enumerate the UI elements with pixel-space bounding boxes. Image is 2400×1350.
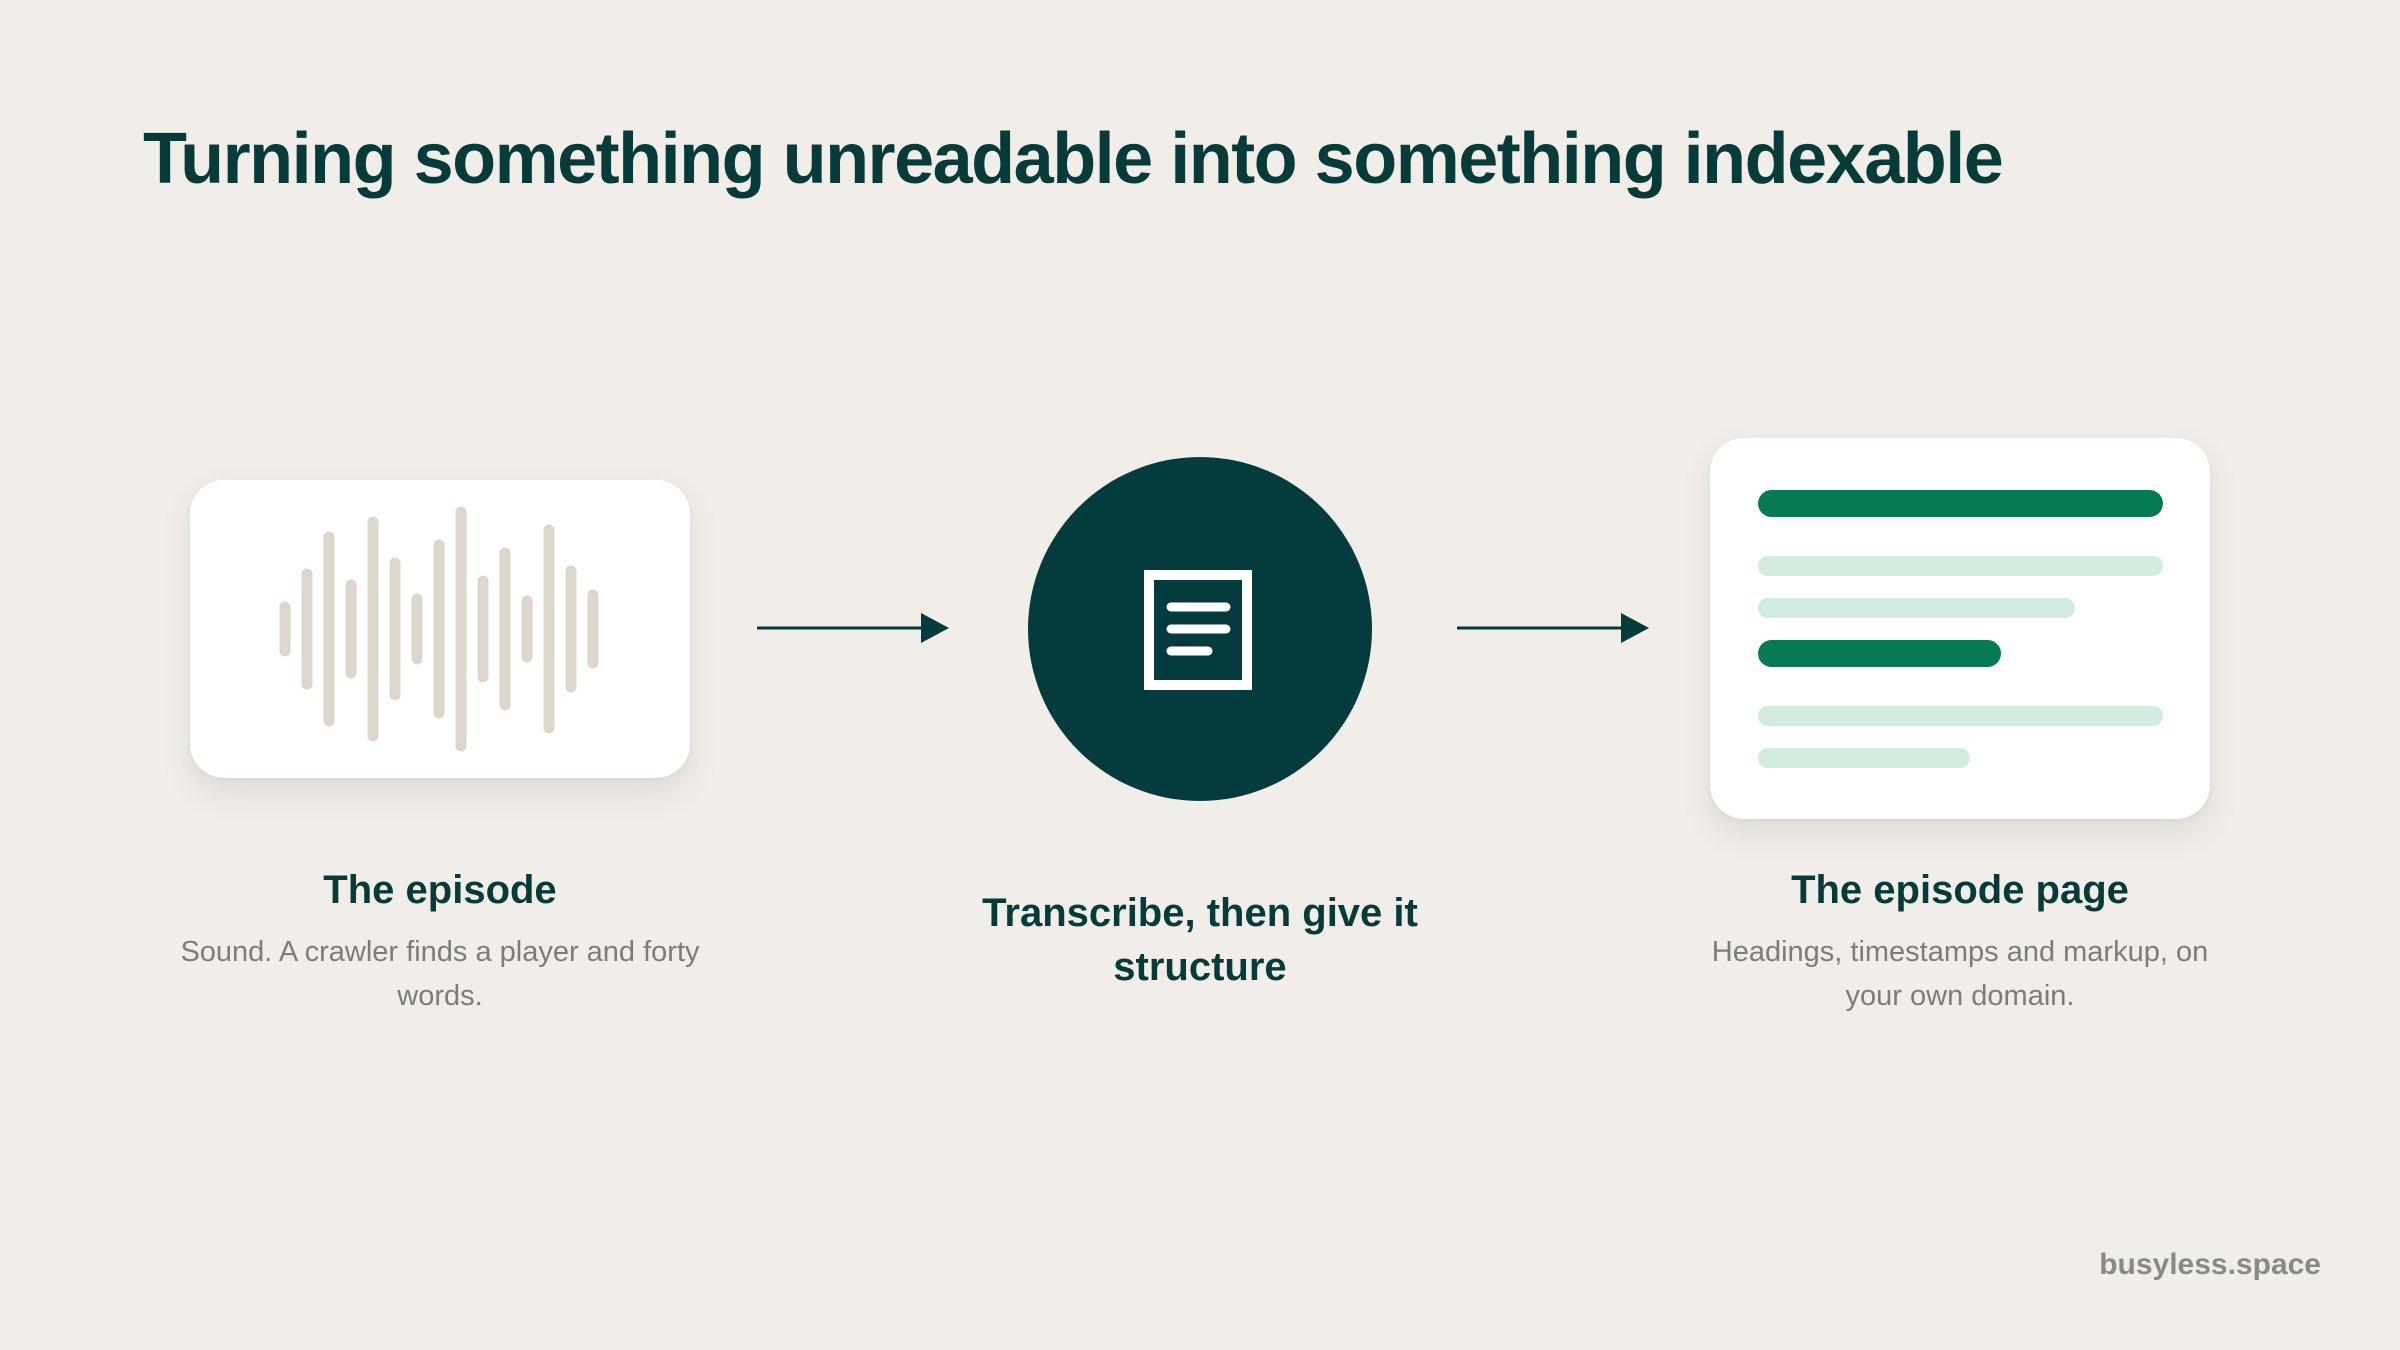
document-icon <box>1144 570 1252 690</box>
arrow-right-icon <box>757 610 949 646</box>
page-title: Turning something unreadable into someth… <box>143 119 2004 199</box>
arrow-right-icon <box>1457 610 1649 646</box>
page-lines-icon <box>1758 490 2163 768</box>
brand-label: busyless.space <box>2099 1248 2321 1281</box>
waveform-icon <box>279 506 599 752</box>
step-title-episode: The episode <box>323 868 557 912</box>
episode-audio-card <box>190 480 690 778</box>
episode-page-card <box>1710 438 2210 819</box>
transcribe-circle <box>1028 457 1372 801</box>
step-title-episode-page: The episode page <box>1791 868 2129 912</box>
step-title-transcribe: Transcribe, then give it structure <box>982 891 1418 989</box>
step-description-episode: Sound. A crawler finds a player and fort… <box>180 936 700 1012</box>
step-description-episode-page: Headings, timestamps and markup, on your… <box>1711 936 2209 1012</box>
